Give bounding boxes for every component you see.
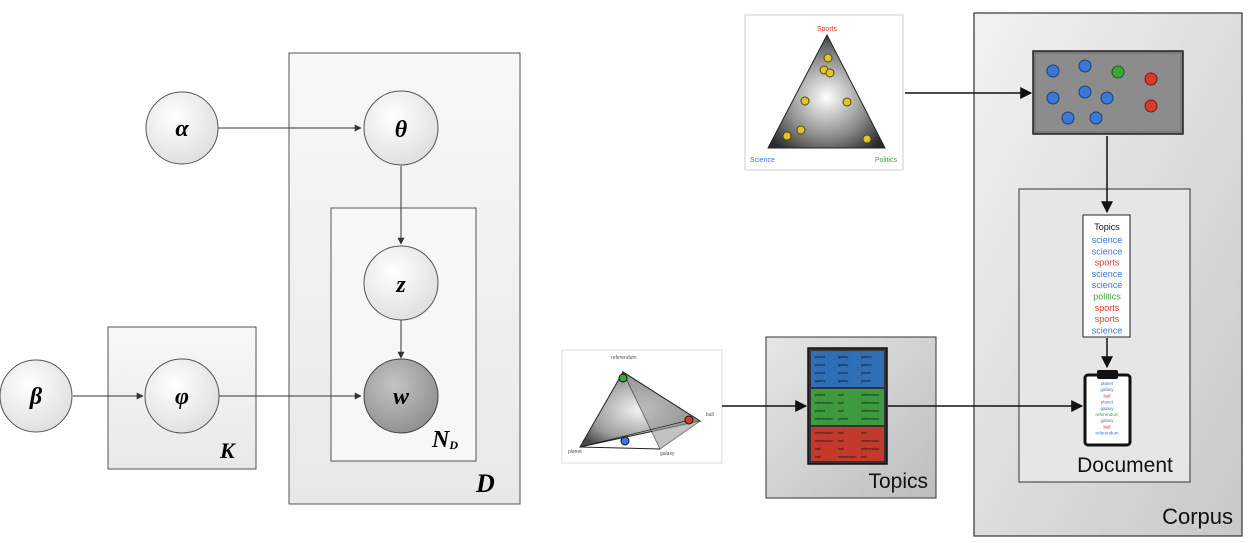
svg-text:w: w bbox=[393, 384, 410, 410]
topic-word: planet bbox=[861, 379, 871, 383]
topic-word: galaxy bbox=[838, 363, 849, 367]
topic-word: galaxy bbox=[861, 363, 872, 367]
document-word: ball bbox=[1103, 393, 1110, 398]
svg-text:z: z bbox=[395, 272, 406, 298]
topic-red-block bbox=[811, 427, 884, 461]
document-word: ball bbox=[1103, 424, 1110, 429]
corpus-label: Corpus bbox=[1162, 504, 1233, 529]
node-alpha: α bbox=[145, 91, 219, 165]
topic-word: ball bbox=[838, 439, 844, 443]
word-simplex-label-referendum: referendum bbox=[611, 355, 637, 361]
topic-word: galaxy bbox=[838, 355, 849, 359]
topic-word: referendum bbox=[815, 417, 833, 421]
node-phi: φ bbox=[144, 358, 220, 434]
topic-word: planet bbox=[815, 363, 825, 367]
topic-list-item: politics bbox=[1093, 292, 1121, 302]
topic-word: planet bbox=[815, 371, 825, 375]
topic-word: galaxy bbox=[815, 379, 826, 383]
topic-word: planet bbox=[838, 417, 848, 421]
topic-word: referendum bbox=[815, 401, 833, 405]
word-simplex-label-galaxy: galaxy bbox=[660, 451, 675, 457]
topic-word: ball bbox=[838, 409, 844, 413]
topic-word: galaxy bbox=[838, 379, 849, 383]
topic-word: referendum bbox=[815, 431, 833, 435]
topic-word: ball bbox=[838, 431, 844, 435]
document-word: planet bbox=[1101, 381, 1114, 386]
topic-word: planet bbox=[815, 393, 825, 397]
topics-box: Topics planet galaxy galaxy planet galaxy gal… bbox=[765, 336, 937, 499]
word-simplex-label-planet: planet bbox=[568, 449, 582, 455]
svg-text:β: β bbox=[29, 384, 43, 410]
document-label: Document bbox=[1077, 454, 1173, 477]
simplex-label-politics: Politics bbox=[875, 157, 898, 164]
svg-text:φ: φ bbox=[175, 384, 189, 410]
document-plate-label: D bbox=[475, 469, 495, 498]
topic-word: referendum bbox=[838, 455, 856, 459]
simplex-label-sports: Sports bbox=[817, 26, 838, 33]
topic-word: ball bbox=[838, 393, 844, 397]
topic-word: referendum bbox=[861, 409, 879, 413]
svg-text:α: α bbox=[175, 116, 189, 142]
topic-word: galaxy bbox=[861, 355, 872, 359]
topic-list-item: sports bbox=[1095, 303, 1120, 313]
node-theta: θ bbox=[363, 90, 439, 166]
topic-word: planet bbox=[815, 409, 825, 413]
topic-word: ball bbox=[838, 447, 844, 451]
document-word: referendum bbox=[1095, 431, 1118, 436]
document-word: planet bbox=[1101, 400, 1114, 405]
topic-word: referendum bbox=[861, 401, 879, 405]
topic-word: ball bbox=[815, 447, 821, 451]
topic-list-header: Topics bbox=[1094, 222, 1120, 232]
topic-word: planet bbox=[838, 371, 848, 375]
topic-word: ball bbox=[861, 431, 867, 435]
topic-word: ball bbox=[838, 401, 844, 405]
document-word: galaxy bbox=[1100, 406, 1114, 411]
topic-word: referendum bbox=[815, 439, 833, 443]
topic-word: referendum bbox=[861, 393, 879, 397]
topic-list-item: sports bbox=[1095, 258, 1120, 268]
node-beta: β bbox=[0, 359, 73, 433]
document-word: galaxy bbox=[1100, 387, 1114, 392]
topic-simplex: Sports Science Politics bbox=[744, 14, 904, 171]
word-plate-label: ND bbox=[431, 427, 458, 453]
topic-list-item: sports bbox=[1095, 314, 1120, 324]
topic-assignment-list: Topics sciencesciencesportssciencescienc… bbox=[1082, 214, 1131, 338]
topic-word: ball bbox=[815, 455, 821, 459]
topic-list-item: science bbox=[1092, 235, 1123, 245]
node-w-observed: w bbox=[363, 358, 439, 434]
topic-list-item: science bbox=[1092, 246, 1123, 256]
topic-blue-block bbox=[811, 351, 884, 387]
topics-box-label: Topics bbox=[868, 470, 928, 493]
topic-list-item: science bbox=[1092, 280, 1123, 290]
svg-text:θ: θ bbox=[395, 117, 408, 143]
topic-plate-label: K bbox=[219, 438, 236, 463]
topic-word: planet bbox=[815, 355, 825, 359]
plate-model: D ND K α θ z w bbox=[0, 52, 521, 505]
topic-word: ball bbox=[861, 455, 867, 459]
node-z: z bbox=[363, 245, 439, 321]
topic-word: planet bbox=[861, 371, 871, 375]
simplex-label-science: Science bbox=[750, 157, 775, 164]
clipboard-document-icon: planetgalaxyballplanetgalaxyreferendumga… bbox=[1083, 370, 1132, 447]
document-word: galaxy bbox=[1100, 418, 1114, 423]
topic-word: referendum bbox=[861, 439, 879, 443]
topic-list-item: science bbox=[1092, 269, 1123, 279]
topic-list-item: science bbox=[1092, 325, 1123, 335]
document-word: referendum bbox=[1095, 412, 1118, 417]
word-simplex-label-ball: ball bbox=[706, 412, 714, 418]
topic-word: referendum bbox=[861, 447, 879, 451]
topic-word: referendum bbox=[861, 417, 879, 421]
topic-green-block bbox=[811, 389, 884, 425]
topic-proportion-box bbox=[1032, 50, 1184, 135]
word-simplex: referendum ball planet galaxy bbox=[561, 349, 723, 464]
